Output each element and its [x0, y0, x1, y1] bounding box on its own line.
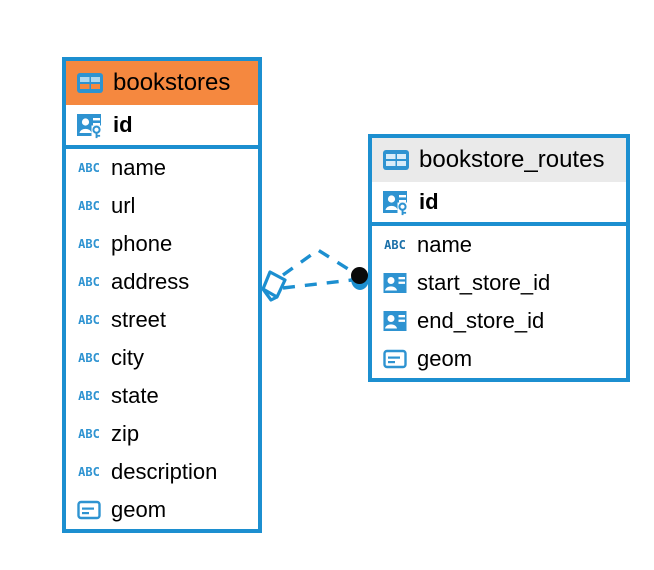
- svg-text:ABC: ABC: [78, 199, 100, 213]
- svg-text:ABC: ABC: [78, 389, 100, 403]
- field-row[interactable]: ABC description: [66, 453, 258, 491]
- abc-icon: ABC: [76, 155, 102, 181]
- field-label: address: [111, 269, 190, 294]
- table-icon: [382, 148, 410, 172]
- abc-icon: ABC: [76, 383, 102, 409]
- field-list-bookstore-routes: id ABC name: [372, 182, 626, 378]
- abc-icon: ABC: [76, 269, 102, 295]
- field-label: phone: [111, 231, 173, 256]
- field-list-bookstores: id ABC name ABC url: [66, 105, 258, 529]
- primary-key-icon: [76, 111, 104, 139]
- field-row[interactable]: geom: [372, 340, 626, 378]
- svg-text:ABC: ABC: [78, 275, 100, 289]
- geometry-icon: [76, 497, 102, 523]
- foreign-key-icon: [382, 308, 408, 334]
- entity-table-bookstores[interactable]: bookstores: [62, 57, 262, 533]
- geometry-icon: [382, 346, 408, 372]
- field-row[interactable]: ABC phone: [66, 225, 258, 263]
- field-label: start_store_id: [417, 270, 551, 295]
- abc-icon: ABC: [76, 231, 102, 257]
- abc-icon: ABC: [382, 232, 408, 258]
- foreign-key-icon: [382, 270, 408, 296]
- field-row[interactable]: ABC name: [372, 226, 626, 264]
- field-label: url: [111, 193, 136, 218]
- field-label: id: [419, 189, 439, 214]
- diamond-marker: [261, 270, 287, 302]
- field-row[interactable]: ABC url: [66, 187, 258, 225]
- field-label: geom: [111, 497, 167, 522]
- entity-header-bookstores[interactable]: bookstores: [66, 61, 258, 105]
- field-row[interactable]: id: [372, 182, 626, 226]
- svg-text:ABC: ABC: [78, 161, 100, 175]
- abc-icon: ABC: [76, 193, 102, 219]
- entity-header-bookstore-routes[interactable]: bookstore_routes: [372, 138, 626, 182]
- svg-text:ABC: ABC: [78, 465, 100, 479]
- field-row[interactable]: ABC address: [66, 263, 258, 301]
- field-row[interactable]: ABC city: [66, 339, 258, 377]
- entity-table-bookstore-routes[interactable]: bookstore_routes: [368, 134, 630, 382]
- field-label: city: [111, 345, 144, 370]
- field-label: id: [113, 112, 133, 137]
- field-label: name: [111, 155, 167, 180]
- abc-icon: ABC: [76, 421, 102, 447]
- field-label: street: [111, 307, 167, 332]
- field-row[interactable]: ABC zip: [66, 415, 258, 453]
- field-row[interactable]: geom: [66, 491, 258, 529]
- field-label: name: [417, 232, 473, 257]
- svg-text:ABC: ABC: [78, 313, 100, 327]
- svg-text:ABC: ABC: [78, 351, 100, 365]
- svg-text:ABC: ABC: [78, 427, 100, 441]
- field-label: description: [111, 459, 218, 484]
- field-label: state: [111, 383, 159, 408]
- field-row[interactable]: start_store_id: [372, 264, 626, 302]
- field-row[interactable]: id: [66, 105, 258, 149]
- table-icon: [76, 71, 104, 95]
- relationship-line-lower: [282, 278, 353, 290]
- entity-name: bookstores: [113, 69, 231, 96]
- relationship-line-upper: [282, 247, 357, 277]
- field-row[interactable]: ABC street: [66, 301, 258, 339]
- field-label: end_store_id: [417, 308, 545, 333]
- svg-text:ABC: ABC: [78, 237, 100, 251]
- filled-circle-marker: [351, 267, 369, 290]
- field-row[interactable]: end_store_id: [372, 302, 626, 340]
- field-row[interactable]: ABC name: [66, 149, 258, 187]
- primary-key-icon: [382, 188, 410, 216]
- entity-name: bookstore_routes: [419, 146, 605, 173]
- abc-icon: ABC: [76, 459, 102, 485]
- abc-icon: ABC: [76, 345, 102, 371]
- field-label: geom: [417, 346, 473, 371]
- field-label: zip: [111, 421, 140, 446]
- abc-icon: ABC: [76, 307, 102, 333]
- field-row[interactable]: ABC state: [66, 377, 258, 415]
- svg-text:ABC: ABC: [384, 238, 406, 252]
